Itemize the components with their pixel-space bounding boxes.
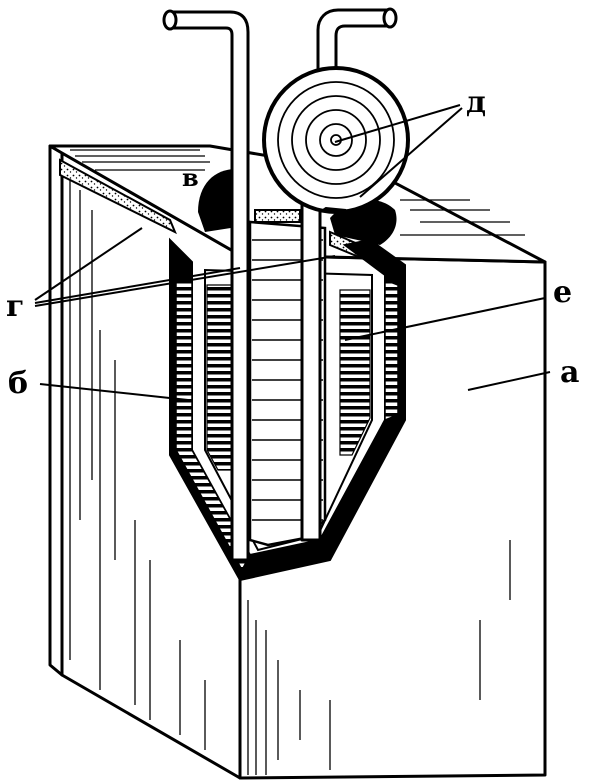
leader-lines bbox=[34, 104, 551, 401]
lid-hatching bbox=[70, 149, 525, 236]
top-stipple-cap bbox=[254, 209, 301, 223]
vessel-outer bbox=[169, 237, 406, 582]
label-a: а bbox=[560, 355, 579, 390]
block-texture bbox=[69, 170, 511, 775]
sphere-d bbox=[262, 66, 410, 214]
label-e: е bbox=[553, 275, 572, 310]
block-left-face bbox=[48, 144, 64, 677]
label-b: б bbox=[8, 366, 28, 401]
label-v: в bbox=[182, 163, 199, 192]
top-stipple-layer bbox=[59, 158, 177, 235]
right-tube bbox=[300, 7, 398, 542]
left-tube bbox=[162, 9, 250, 562]
block-top-face bbox=[48, 144, 547, 264]
label-d: д bbox=[466, 85, 486, 120]
label-g: г bbox=[6, 289, 24, 324]
